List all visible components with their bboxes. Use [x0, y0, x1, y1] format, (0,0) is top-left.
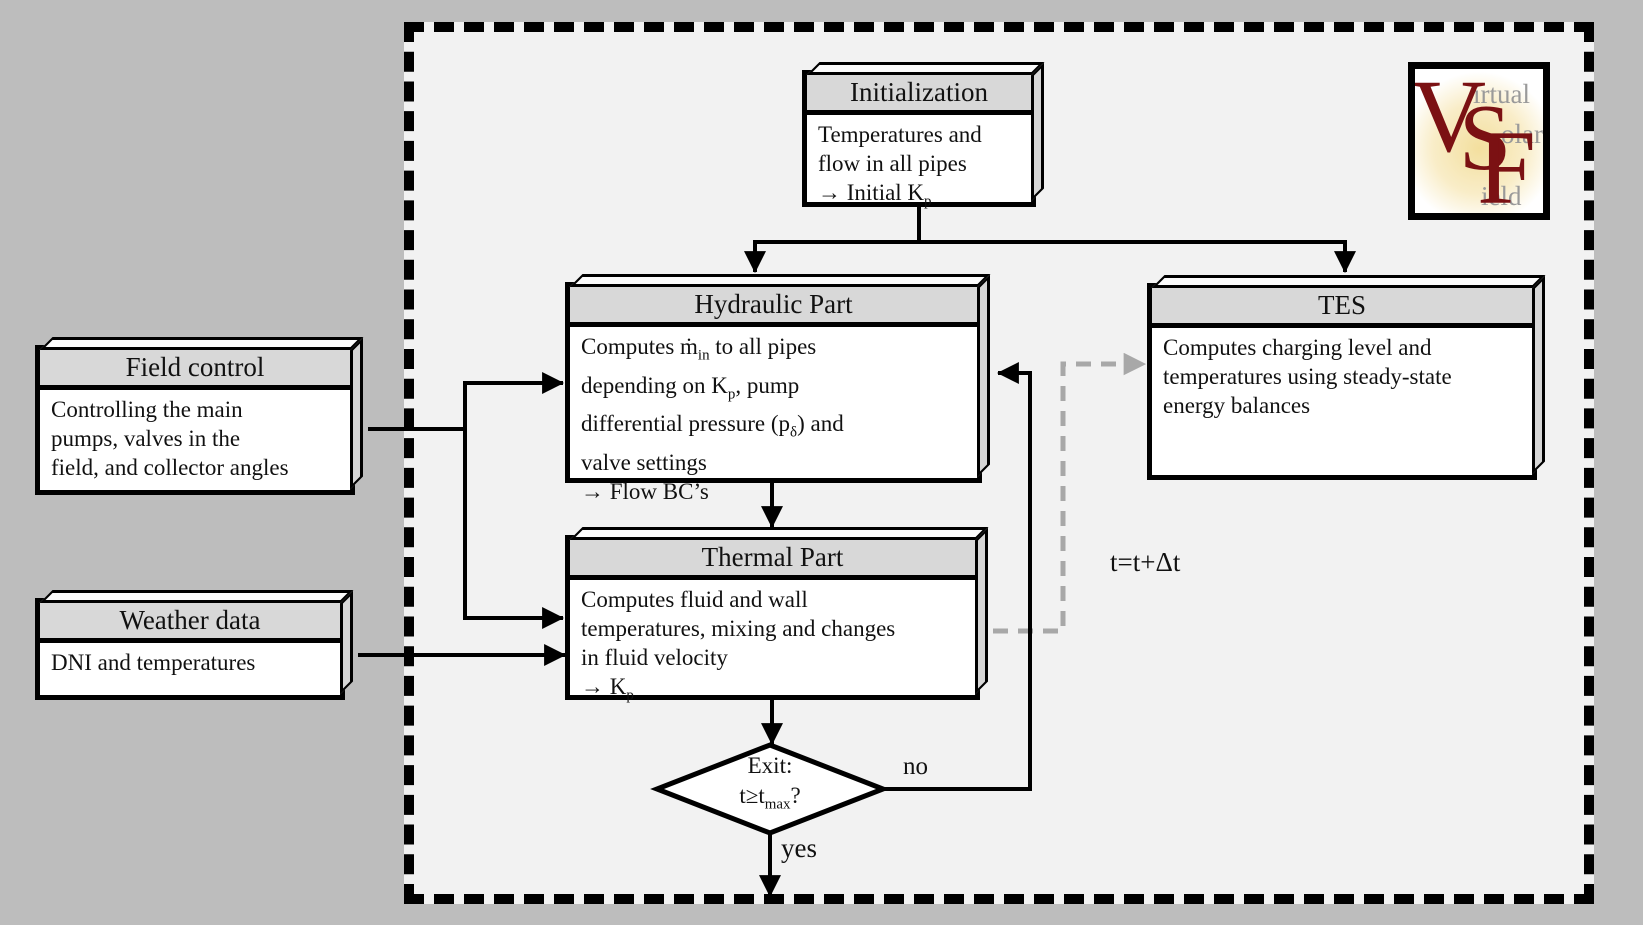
box-right-face — [975, 527, 988, 695]
box-right-face — [977, 274, 990, 478]
body-line: Computes ṁin to all pipes — [581, 332, 966, 371]
initialization-box: Initialization Temperatures and flow in … — [802, 62, 1045, 210]
body-line: → Kp — [581, 672, 964, 711]
logo-text-virtual: irtual — [1473, 79, 1530, 109]
body-line: Computes charging level and — [1163, 335, 1432, 360]
subscript: p — [626, 687, 634, 704]
exit-decision-text: Exit: t≥tmax? — [657, 751, 883, 820]
text-segment: to all pipes — [709, 334, 817, 359]
box-right-face — [340, 590, 353, 695]
text-segment: , pump — [735, 372, 800, 398]
body-line: valve settings — [581, 449, 707, 475]
body-line: Temperatures and — [818, 122, 982, 147]
body-line: differential pressure (pδ) and — [581, 409, 966, 448]
field-control-title: Field control — [40, 350, 350, 390]
text-segment: → Initial K — [818, 180, 925, 205]
box-top-face — [39, 337, 364, 350]
tes-title: TES — [1152, 288, 1532, 328]
box-right-face — [1031, 62, 1044, 202]
box-right-face — [1532, 275, 1545, 475]
thermal-part-title: Thermal Part — [570, 540, 975, 580]
body-line: → Flow BC’s — [581, 478, 709, 504]
subscript: max — [764, 796, 791, 813]
box-top-face — [806, 62, 1045, 75]
body-line: in fluid velocity — [581, 645, 728, 670]
tes-box: TES Computes charging level and temperat… — [1147, 275, 1546, 480]
weather-data-box: Weather data DNI and temperatures — [35, 590, 354, 700]
weather-data-title: Weather data — [40, 603, 340, 643]
body-line: DNI and temperatures — [51, 650, 256, 675]
box-right-face — [350, 337, 363, 490]
thermal-part-box: Thermal Part Computes fluid and wall tem… — [565, 527, 989, 704]
tes-body: Computes charging level and temperatures… — [1152, 328, 1532, 420]
weather-data-body: DNI and temperatures — [40, 643, 340, 677]
body-line: flow in all pipes — [818, 151, 967, 176]
box-top-face — [569, 274, 991, 287]
subscript: p — [727, 386, 736, 403]
logo-text-field: ield — [1481, 181, 1522, 211]
body-line: Controlling the main — [51, 397, 243, 422]
subscript: p — [924, 193, 932, 210]
no-label: no — [903, 753, 928, 780]
body-line: pumps, valves in the — [51, 426, 241, 451]
thermal-part-body: Computes fluid and wall temperatures, mi… — [570, 580, 975, 711]
text-segment: depending on K — [581, 372, 728, 398]
box-top-face — [569, 527, 989, 540]
body-line: Exit: — [747, 753, 793, 778]
logo-text-solar: olar — [1501, 119, 1543, 149]
logo-letter-f: F — [1477, 109, 1536, 220]
body-line: field, and collector angles — [51, 455, 289, 480]
body-line: → Initial Kp — [818, 178, 1020, 217]
body-line: temperatures using steady-state — [1163, 364, 1452, 389]
text-segment: Computes ṁ — [581, 334, 698, 359]
hydraulic-part-title: Hydraulic Part — [570, 287, 977, 327]
text-segment: ) and — [797, 411, 844, 437]
hydraulic-part-box: Hydraulic Part Computes ṁin to all pipes… — [565, 274, 991, 504]
subscript: in — [697, 347, 710, 364]
body-line: temperatures, mixing and changes — [581, 616, 896, 641]
vsf-logo: irtual olar ield V S F — [1408, 62, 1550, 220]
text-segment: t≥t — [739, 783, 765, 808]
field-control-box: Field control Controlling the main pumps… — [35, 337, 364, 495]
subscript: δ — [790, 424, 798, 441]
timestep-label: t=t+Δt — [1110, 547, 1181, 577]
hydraulic-part-body: Computes ṁin to all pipes depending on K… — [570, 327, 977, 506]
initialization-body: Temperatures and flow in all pipes → Ini… — [807, 115, 1031, 217]
yes-label: yes — [781, 833, 817, 863]
field-control-body: Controlling the main pumps, valves in th… — [40, 390, 350, 482]
body-line: Computes fluid and wall — [581, 587, 808, 612]
logo-letter-s: S — [1459, 86, 1512, 190]
body-line: energy balances — [1163, 393, 1311, 418]
body-line: depending on Kp, pump — [581, 371, 966, 410]
box-top-face — [1151, 275, 1546, 288]
logo-letter-v: V — [1411, 62, 1487, 174]
box-top-face — [39, 590, 354, 603]
text-segment: ? — [790, 783, 801, 808]
body-line: t≥tmax? — [657, 781, 883, 820]
text-segment: differential pressure (p — [581, 411, 791, 437]
initialization-title: Initialization — [807, 75, 1031, 115]
text-segment: → K — [581, 674, 627, 699]
